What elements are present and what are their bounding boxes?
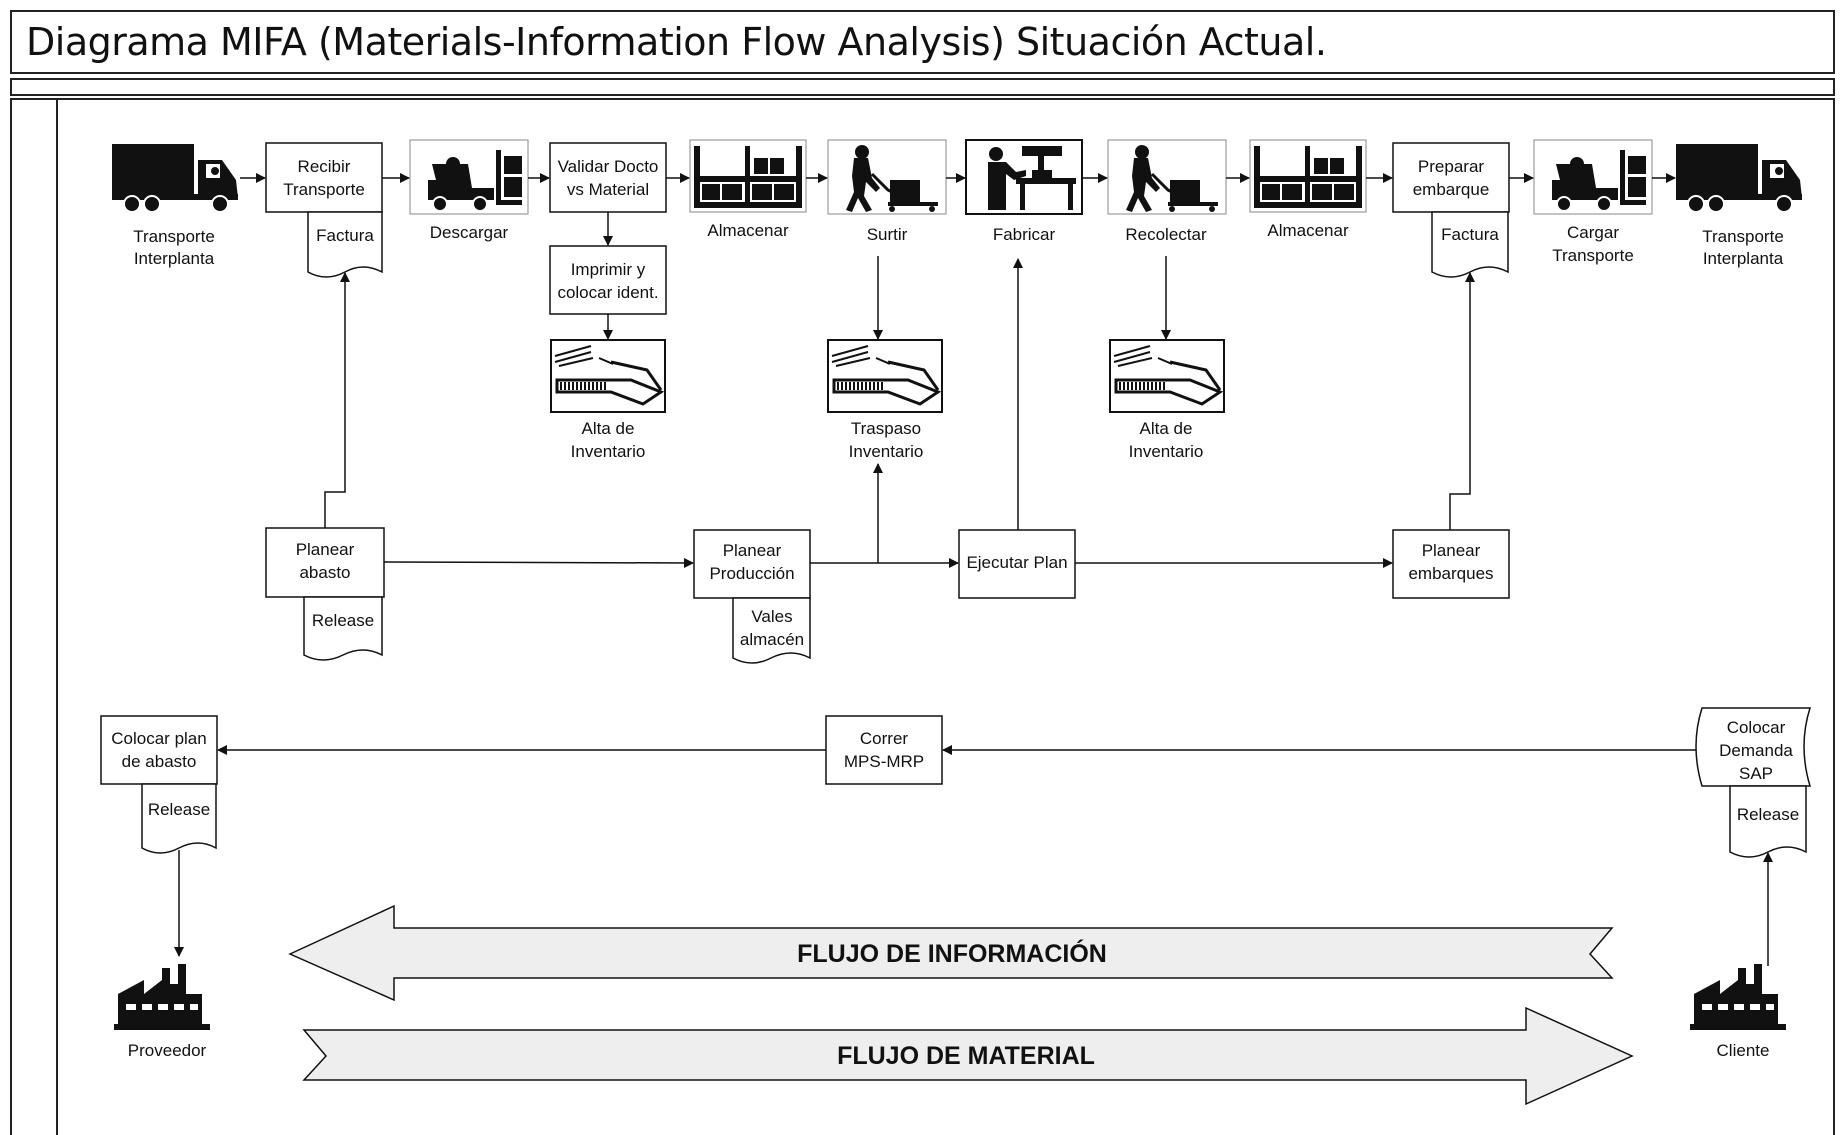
info-connectors xyxy=(174,745,1773,966)
barcode-scanner-icon xyxy=(826,338,944,414)
document-shape xyxy=(307,211,383,278)
factory-icon xyxy=(1690,964,1786,1030)
transport-in-label: Transporte xyxy=(133,227,215,246)
plan-supply-doc-label: Release xyxy=(312,611,374,630)
place-demand-label: SAP xyxy=(1739,764,1773,783)
prepare-shipment-label: embarque xyxy=(1413,180,1490,199)
validate-label: Validar Docto xyxy=(558,157,659,176)
plan-production-doc-label: Vales xyxy=(751,607,792,626)
title-box: Diagrama MIFA (Materials-Information Flo… xyxy=(10,10,1835,74)
run-mrp-box xyxy=(825,715,943,785)
print-id-label: Imprimir y xyxy=(571,260,646,279)
pick-label: Surtir xyxy=(867,225,908,244)
document-shape xyxy=(303,596,383,661)
lane-divider xyxy=(56,98,58,1135)
place-demand-doc-label: Release xyxy=(1737,805,1799,824)
place-supply-plan-box xyxy=(100,715,218,785)
plan-production-doc-label: almacén xyxy=(740,630,804,649)
inventory-in-label: Alta de xyxy=(1140,419,1193,438)
document-shape xyxy=(1431,211,1509,278)
validate-box xyxy=(549,142,667,213)
print-id-label: colocar ident. xyxy=(557,283,658,302)
transport-out-label: Interplanta xyxy=(1703,249,1784,268)
receive-label: Recibir xyxy=(298,157,351,176)
information-flow-arrow xyxy=(288,904,1614,1002)
place-demand-label: Demanda xyxy=(1719,741,1793,760)
receive-label: Transporte xyxy=(283,180,365,199)
plan-shipments-label: Planear xyxy=(1422,541,1481,560)
supplier-label: Proveedor xyxy=(128,1041,207,1060)
execute-plan-label: Ejecutar Plan xyxy=(966,553,1067,572)
manufacture-label: Fabricar xyxy=(993,225,1056,244)
worker-icon xyxy=(1106,138,1228,216)
plan-production-label: Producción xyxy=(709,564,794,583)
run-mrp-label: Correr xyxy=(860,729,909,748)
truck-icon xyxy=(1675,143,1803,213)
store-label: Almacenar xyxy=(1267,221,1349,240)
document-shape xyxy=(1729,785,1807,858)
transport-in-label: Interplanta xyxy=(134,249,215,268)
factory-icon xyxy=(114,964,210,1030)
transfer-label: Traspaso xyxy=(851,419,921,438)
planning-connectors xyxy=(324,258,1475,568)
place-demand-shape xyxy=(1695,707,1812,787)
page-title: Diagrama MIFA (Materials-Information Flo… xyxy=(26,20,1327,64)
plan-supply-label: abasto xyxy=(299,563,350,582)
barcode-scanner-icon xyxy=(1108,338,1226,414)
transfer-label: Inventario xyxy=(849,442,924,461)
inventory-in-label: Alta de xyxy=(582,419,635,438)
place-supply-plan-label: de abasto xyxy=(122,752,197,771)
worker-icon xyxy=(826,138,948,216)
plan-supply-box xyxy=(265,527,385,598)
place-supply-doc-label: Release xyxy=(148,800,210,819)
prepare-shipment-label: Preparar xyxy=(1418,157,1484,176)
validate-label: vs Material xyxy=(567,180,649,199)
receive-box xyxy=(265,142,383,213)
rack-icon xyxy=(1249,139,1367,213)
print-id-box xyxy=(549,245,667,315)
receive-doc-label: Factura xyxy=(316,226,374,245)
plan-supply-label: Planear xyxy=(296,540,355,559)
place-supply-plan-label: Colocar plan xyxy=(111,729,206,748)
information-flow-label: FLUJO DE INFORMACIÓN xyxy=(797,938,1107,968)
unload-label: Descargar xyxy=(430,223,509,242)
plan-shipments-label: embarques xyxy=(1408,564,1493,583)
forklift-icon xyxy=(409,139,529,215)
plan-shipments-box xyxy=(1392,529,1510,599)
prepare-shipment-box xyxy=(1392,142,1510,213)
customer-label: Cliente xyxy=(1717,1041,1770,1060)
inventory-in-label: Inventario xyxy=(571,442,646,461)
forklift-icon xyxy=(1533,139,1653,215)
subtitle-bar xyxy=(10,78,1835,96)
rack-icon xyxy=(689,139,807,213)
execute-plan-box xyxy=(958,529,1076,599)
place-demand-label: Colocar xyxy=(1727,718,1786,737)
workstation-icon xyxy=(965,139,1083,215)
truck-icon xyxy=(111,143,239,213)
load-label: Transporte xyxy=(1552,246,1634,265)
material-flow-arrow xyxy=(302,1006,1634,1106)
load-label: Cargar xyxy=(1567,223,1619,242)
collect-label: Recolectar xyxy=(1125,225,1207,244)
prepare-doc-label: Factura xyxy=(1441,225,1499,244)
diagram-area xyxy=(10,98,1835,1135)
document-shape xyxy=(141,783,217,854)
store-label: Almacenar xyxy=(707,221,789,240)
material-flow-label: FLUJO DE MATERIAL xyxy=(837,1042,1095,1070)
transport-out-label: Transporte xyxy=(1702,227,1784,246)
run-mrp-label: MPS-MRP xyxy=(844,752,924,771)
barcode-scanner-icon xyxy=(549,338,667,414)
inventory-in-label: Inventario xyxy=(1129,442,1204,461)
document-shape xyxy=(732,597,811,664)
plan-production-label: Planear xyxy=(723,541,782,560)
